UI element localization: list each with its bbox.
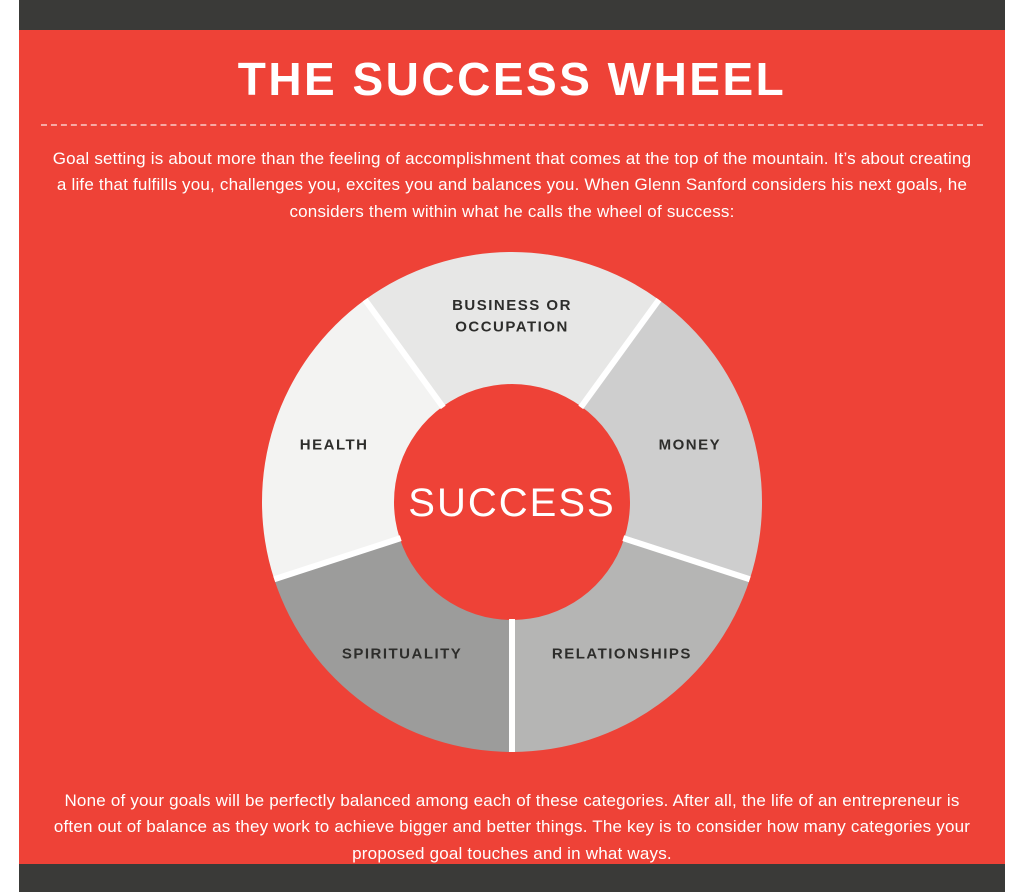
wheel-segment-business-or-occupation (365, 252, 659, 407)
segment-divider (362, 298, 446, 410)
segment-divider (273, 535, 402, 583)
wheel-label-money: MONEY (659, 436, 722, 453)
wheel-label-health: HEALTH (300, 436, 369, 453)
wheel-segment-health (262, 299, 443, 580)
wheel-label-spirituality: SPIRITUALITY (342, 646, 463, 663)
segment-divider (622, 535, 751, 583)
outro-paragraph: None of your goals will be perfectly bal… (53, 791, 971, 863)
top-accent-bar (19, 0, 1005, 30)
wheel-label-relationships: RELATIONSHIPS (552, 646, 692, 663)
intro-paragraph: Goal setting is about more than the feel… (52, 149, 972, 221)
page-title: THE SUCCESS WHEEL (237, 53, 787, 105)
wheel-segment-money (581, 299, 762, 580)
bottom-accent-bar (19, 864, 1005, 892)
wheel-center-label: SUCCESS (408, 481, 615, 525)
segment-divider (578, 298, 662, 410)
wheel-segment-relationships (512, 538, 750, 753)
wheel-segment-spirituality (274, 538, 512, 753)
main-background: THE SUCCESS WHEEL Goal setting is about … (19, 30, 1005, 864)
dashed-divider (41, 124, 983, 126)
infographic-sheet: THE SUCCESS WHEEL Goal setting is about … (19, 0, 1005, 892)
